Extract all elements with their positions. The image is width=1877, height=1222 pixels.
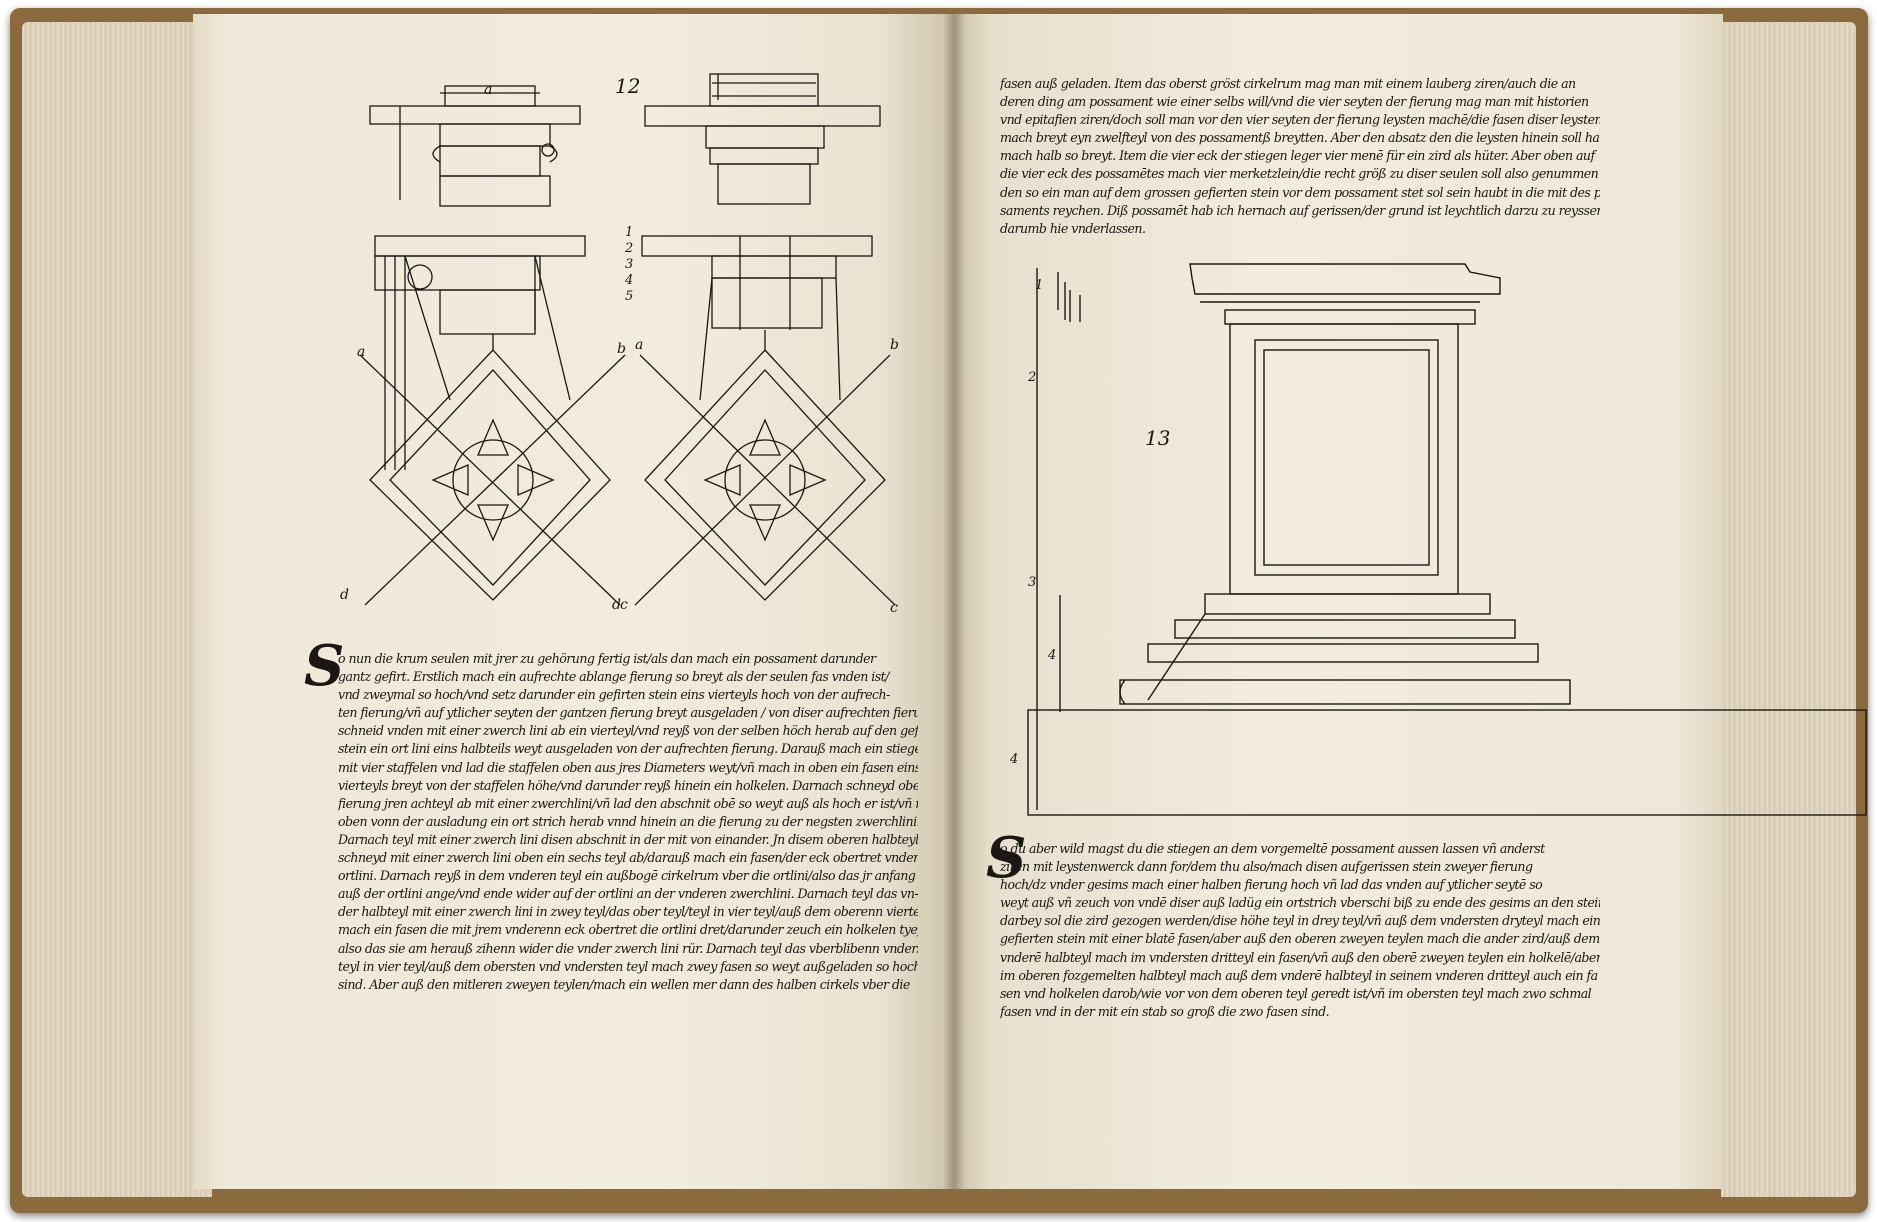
text-line: deren ding am possament wie einer selbs … [1000, 94, 1589, 110]
text-line: teyl in vier teyl/auß dem obersten vnd v… [338, 958, 918, 974]
label-letter: a [635, 337, 644, 353]
text-line: o du aber wild magst du die stiegen an d… [1000, 841, 1545, 856]
scale-number: 5 [625, 289, 634, 304]
label-letter: a [357, 344, 366, 360]
text-line: hoch/dz vnder gesims mach einer halben f… [1000, 877, 1543, 893]
text-line: vnd epitafien ziren/doch soll man vor de… [1000, 112, 1600, 128]
label-letter: b [617, 341, 626, 357]
label-letter: d [340, 587, 349, 603]
text-line: also das sie am herauß zihenn wider die … [338, 940, 918, 956]
text-line: vnd zweymal so hoch/vnd setz darunder ei… [338, 687, 890, 703]
text-line: im oberen fozgemelten halbteyl mach auß … [1000, 967, 1598, 983]
scale-number: 2 [1028, 370, 1037, 385]
figure-number-13: 13 [1145, 426, 1171, 450]
text-line: darumb hie vnderlassen. [1000, 220, 1146, 236]
label-letter: d [612, 597, 621, 613]
text-line: ziren mit leystenwerck dann for/dem thu … [1000, 859, 1533, 875]
text-line: mach breyt eyn zwelfteyl von des possame… [1000, 130, 1600, 146]
scale-number: 4 [1010, 752, 1019, 767]
text-line: auß der ortlini ange/vnd ende wider auf … [338, 886, 918, 902]
scale-number: 4 [625, 273, 634, 288]
text-line: vierteyls breyt von der staffelen höhe/v… [338, 777, 918, 793]
label-letter: a [484, 82, 493, 98]
scale-number: 1 [1035, 278, 1044, 293]
text-line: darbey sol die zird gezogen werden/dise … [1000, 913, 1600, 929]
left-page-text: o nun die krum seulen mit jrer zu gehöru… [338, 650, 918, 994]
text-line: schneid vnden mit einer zwerch lini ab e… [338, 723, 918, 739]
text-line: die vier eck des possamētes mach vier me… [1000, 166, 1600, 182]
text-line: saments reychen. Diß possamēt hab ich he… [1000, 202, 1600, 218]
text-line: sen vnd holkelen darob/wie vor von dem o… [1000, 985, 1592, 1001]
left-page [193, 14, 953, 1189]
scale-numbers-left: 1 2 3 4 5 [625, 225, 633, 305]
text-line: mach halb so breyt. Item die vier eck de… [1000, 148, 1595, 164]
text-line: gantz gefirt. Erstlich mach ein aufrecht… [338, 669, 889, 685]
text-line: fasen auß geladen. Item das oberst gröst… [1000, 76, 1576, 91]
text-line: Darnach teyl mit einer zwerch lini disen… [338, 831, 918, 847]
text-line: fierung jren achteyl ab mit einer zwerch… [338, 795, 918, 811]
text-line: o nun die krum seulen mit jrer zu gehöru… [338, 651, 876, 666]
text-line: der halbteyl mit einer zwerch lini in zw… [338, 904, 918, 920]
right-page [953, 14, 1723, 1189]
text-line: den so ein man auf dem grossen gefierten… [1000, 184, 1600, 200]
text-line: sind. Aber auß den mitleren zweyen teyle… [338, 976, 910, 992]
book-gutter [943, 14, 965, 1189]
right-page-stack [1721, 22, 1856, 1197]
right-page-top-text: fasen auß geladen. Item das oberst gröst… [1000, 75, 1600, 238]
scale-number: 4 [1048, 648, 1057, 663]
text-line: schneyd mit einer zwerch lini oben ein s… [338, 850, 918, 866]
text-line: fasen vnd in der mit ein stab so groß di… [1000, 1003, 1330, 1019]
left-dropcap: S [304, 633, 345, 699]
text-line: oben vonn der ausladung ein ort strich h… [338, 813, 918, 829]
text-line: ortlini. Darnach reyß in dem vnderen tey… [338, 868, 916, 884]
scale-number: 3 [625, 257, 634, 272]
text-line: mach ein fasen die mit jrem vnderenn eck… [338, 922, 918, 938]
scale-number: 2 [625, 241, 634, 256]
text-line: gefierten stein mit einer blatē fasen/ab… [1000, 931, 1600, 947]
right-dropcap: S [986, 825, 1027, 891]
label-letter: b [890, 337, 899, 353]
label-letter: c [620, 597, 628, 613]
figure-number-12: 12 [615, 74, 641, 98]
text-line: ten fierung/vñ auf ytlicher seyten der g… [338, 705, 918, 721]
scale-number: 1 [625, 225, 634, 240]
label-letter: c [890, 600, 898, 616]
text-line: weyt auß vñ zeuch von vndē diser auß lad… [1000, 895, 1600, 911]
text-line: mit vier staffelen vnd lad die staffelen… [338, 759, 918, 775]
text-line: stein ein ort lini eins halbteils weyt a… [338, 741, 918, 757]
text-line: vnderē halbteyl mach im vndersten dritte… [1000, 949, 1600, 965]
left-page-stack [22, 22, 212, 1197]
right-page-bottom-text: o du aber wild magst du die stiegen an d… [1000, 840, 1600, 1021]
scale-number: 3 [1028, 575, 1037, 590]
